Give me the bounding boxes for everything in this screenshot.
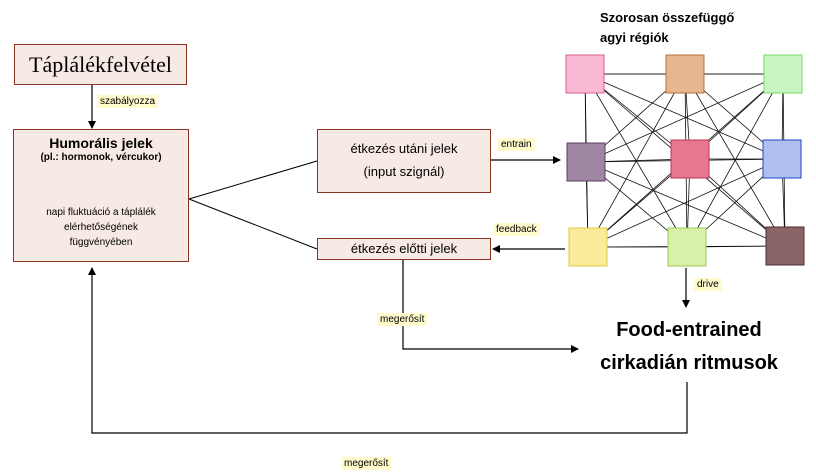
brain-regions [565,54,805,267]
network-edge [686,73,784,248]
pre-meal-label: étkezés előtti jelek [350,241,458,256]
network-edge [585,73,784,163]
brain-region-node [762,139,802,179]
brain-region-node [670,139,710,179]
humoral-desc-2: elérhetőségének [64,222,138,233]
network-edge [587,158,783,248]
output-title-line2: cirkadián ritmusok [600,352,778,374]
post-meal-signals-box: étkezés utáni jelek (input szignál) [317,129,491,193]
brain-region-node [763,54,803,94]
humoral-subtitle: (pl.: hormonok, vércukor) [40,152,162,163]
humoral-signals-box: Humorális jelek (pl.: hormonok, vércukor… [13,129,189,262]
food-intake-box: Táplálékfelvétel [14,44,187,85]
brain-region-node [565,54,605,94]
brain-region-node [568,227,608,267]
post-meal-line2: (input szignál) [363,164,445,179]
reinforce-loop-arrow [88,267,688,434]
output-title-line1: Food-entrained [616,319,762,341]
regulates-tag: szabályozza [97,95,159,108]
brain-region-node [566,142,606,182]
pre-meal-signals-box: étkezés előtti jelek [317,238,491,260]
humoral-title: Humorális jelek [49,135,153,151]
feedback-tag: feedback [493,223,540,236]
brain-region-node [765,226,805,266]
post-meal-line1: étkezés utáni jelek [350,141,458,156]
humoral-desc-1: napi fluktuáció a táplálék [46,207,156,218]
network-edge [585,161,786,247]
entrain-tag: entrain [498,138,535,151]
reinforce-bottom-tag: megerősít [341,457,392,470]
brain-regions-title: Szorosan összefüggő agyi régiók [600,8,734,48]
reinforce-mid-tag: megerősít [377,313,428,326]
output-title: Food-entrained cirkadián ritmusok [572,314,806,380]
brain-region-node [667,227,707,267]
split-line-lower [188,198,318,250]
split-line-upper [188,160,318,200]
network-edge [584,73,783,160]
reinforce-mid-arrow [402,260,579,353]
drive-tag: drive [694,278,722,291]
brain-title-line2: agyi régiók [600,30,669,45]
food-intake-label: Táplálékfelvétel [29,51,172,77]
brain-title-line1: Szorosan összefüggő [600,10,735,25]
brain-region-node [665,54,705,94]
humoral-desc-3: függvényében [69,237,133,248]
